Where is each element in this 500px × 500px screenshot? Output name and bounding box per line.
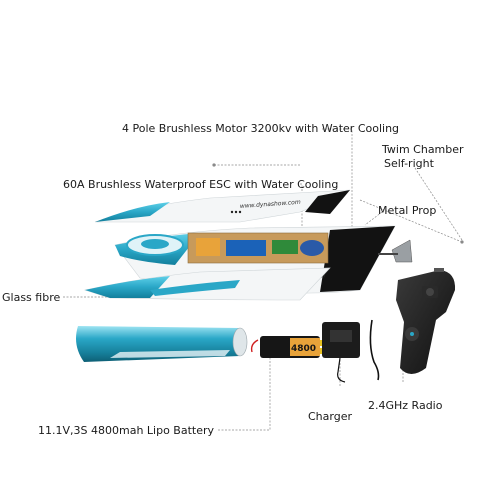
self-right-label: Self-right: [384, 157, 434, 170]
leader-esc: [300, 183, 303, 258]
lipo-battery: 4800: [250, 336, 325, 358]
charger: [322, 322, 360, 383]
esc-label: 60A Brushless Waterproof ESC with Water …: [63, 178, 339, 191]
metal-prop: [378, 239, 413, 263]
leader-prop-line: [359, 199, 463, 243]
power-cable: [369, 319, 380, 381]
motor-label: 4 Pole Brushless Motor 3200kv with Water…: [122, 122, 400, 135]
hull-tube: [76, 326, 248, 362]
charger-label: Charger: [308, 410, 352, 423]
leader-metal-prop: [364, 211, 383, 226]
leader-motor: [322, 128, 353, 230]
leader-battery: [218, 345, 271, 431]
metal-prop-label: Metal Prop: [378, 204, 437, 217]
battery-capacity-text: 4800: [291, 344, 316, 354]
glass-fibre-label: Glass fibre: [2, 291, 61, 304]
leader-lines: [63, 128, 463, 431]
glass-fibre-hull: [83, 267, 331, 301]
twim-chamber-label: Twim Chamber: [382, 143, 464, 156]
battery-label: 11.1V,3S 4800mah Lipo Battery: [38, 424, 215, 437]
svg-text:www.dynashow.com: www.dynashow.com: [240, 199, 301, 210]
boat-canopy: www.dynashow.com: [94, 189, 351, 223]
radio-transmitter: [396, 268, 456, 374]
leader-twim: [414, 167, 463, 241]
radio-label: 2.4GHz Radio: [368, 399, 443, 412]
